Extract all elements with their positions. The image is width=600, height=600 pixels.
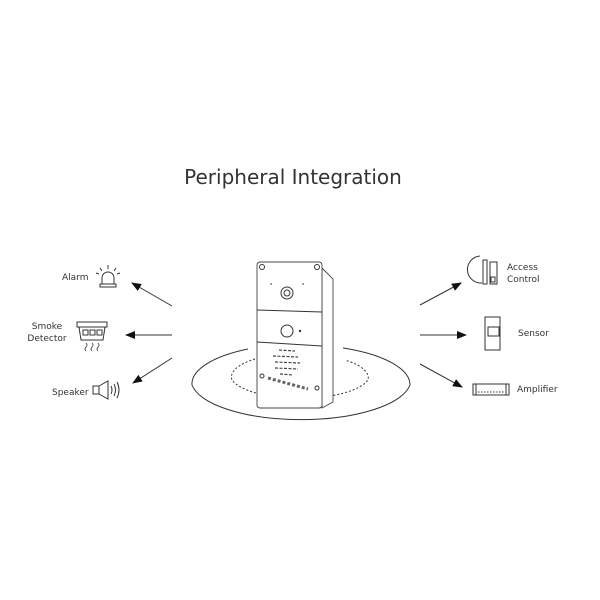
sensor-icon — [484, 316, 501, 351]
label-amplifier: Amplifier — [517, 385, 558, 395]
camera-icon — [280, 286, 294, 300]
label-sensor: Sensor — [518, 329, 549, 339]
call-button-icon — [280, 324, 294, 338]
smoke-detector-icon — [76, 321, 108, 352]
arrow-to-alarm — [131, 282, 173, 307]
label-control: Control — [507, 275, 540, 285]
diagram-title: Peripheral Integration — [184, 165, 402, 189]
speaker-grille-icon — [272, 349, 301, 376]
arrow-to-access-control — [419, 282, 462, 306]
label-alarm: Alarm — [62, 273, 88, 283]
label-smoke: Smoke — [32, 322, 63, 332]
arrow-to-amplifier — [419, 363, 463, 388]
intercom-device — [256, 261, 334, 409]
speaker-icon — [92, 380, 120, 400]
label-detector: Detector — [27, 334, 67, 344]
alarm-beacon-icon — [95, 265, 121, 288]
access-control-icon — [467, 255, 498, 285]
arrow-to-speaker — [132, 357, 173, 384]
coverage-ellipse — [191, 347, 411, 421]
label-access: Access — [507, 263, 538, 273]
amplifier-icon — [472, 383, 510, 396]
arrows — [125, 282, 467, 388]
label-speaker: Speaker — [52, 388, 89, 398]
